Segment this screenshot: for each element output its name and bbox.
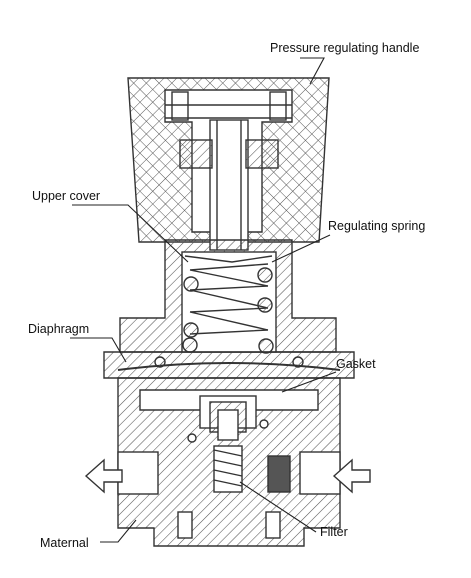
leader-lines [70,57,337,543]
label-pressure-regulating-handle: Pressure regulating handle [270,41,419,55]
upper-cover [119,239,337,353]
regulating-spring [182,255,274,354]
outlet-arrow-icon [84,458,123,494]
label-diaphragm: Diaphragm [28,322,89,336]
label-filter: Filter [320,525,348,539]
regulator-body [117,377,341,547]
inlet-arrow-icon [332,458,371,494]
label-regulating-spring: Regulating spring [328,219,425,233]
diaphragm [103,351,355,379]
label-upper-cover: Upper cover [32,189,100,203]
label-gasket: Gasket [336,357,376,371]
pressure-regulating-handle [127,77,330,251]
label-material: Maternal [40,536,89,550]
